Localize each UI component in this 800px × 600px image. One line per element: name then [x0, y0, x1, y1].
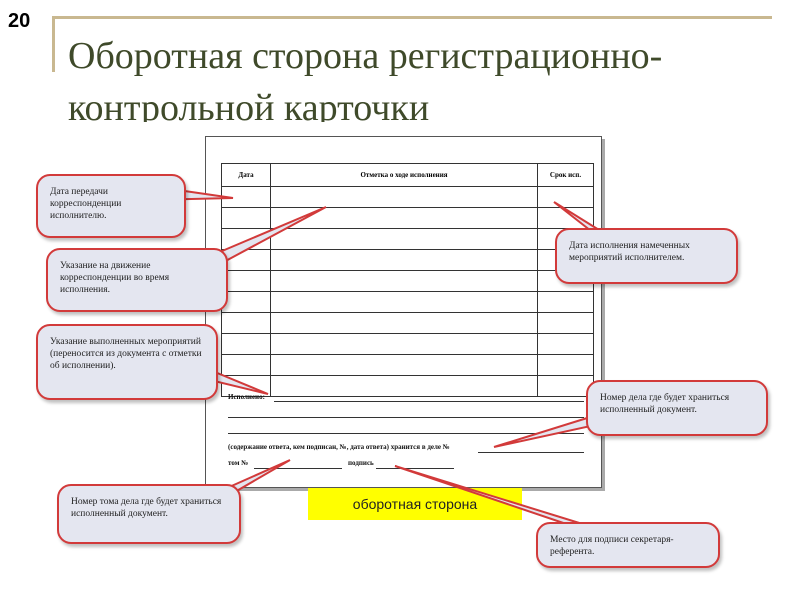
card-table: Дата Отметка о ходе исполнения Срок исп.: [221, 163, 594, 397]
callout-completed-measures: Указание выполненных мероприятий (перено…: [36, 324, 218, 400]
table-row: [221, 270, 594, 292]
slide-number: 20: [8, 10, 31, 32]
executed-line-3: [228, 433, 584, 434]
table-row: [221, 312, 594, 334]
column-header-deadline: Срок исп.: [537, 163, 594, 187]
signature-label: подпись: [348, 459, 374, 467]
accent-line-vertical: [52, 16, 55, 72]
executed-label: Исполнено:: [228, 393, 265, 401]
slide-title: Оборотная сторона регистрационно-контрол…: [68, 35, 663, 122]
table-row: [221, 249, 594, 271]
callout-volume-number: Номер тома дела где будет храниться испо…: [57, 484, 241, 544]
column-header-date: Дата: [221, 163, 271, 187]
table-header-row: Дата Отметка о ходе исполнения Срок исп.: [221, 163, 594, 187]
column-header-progress: Отметка о ходе исполнения: [270, 163, 538, 187]
table-row: [221, 228, 594, 250]
callout-movement: Указание на движение корреспонденции во …: [46, 248, 228, 312]
callout-transfer-date: Дата передачи корреспонденции исполнител…: [36, 174, 186, 238]
accent-line-horizontal: [52, 16, 772, 19]
callout-signature-place: Место для подписи секретаря-референта.: [536, 522, 720, 568]
callout-execution-date: Дата исполнения намеченных мероприятий и…: [555, 228, 738, 284]
executed-line-2: [228, 417, 584, 418]
caption-label: оборотная сторона: [308, 488, 522, 520]
table-row: [221, 207, 594, 229]
case-number-line: [478, 452, 584, 453]
table-row: [221, 186, 594, 208]
signature-line: [376, 468, 454, 469]
callout-case-number: Номер дела где будет храниться исполненн…: [586, 380, 768, 436]
table-row: [221, 375, 594, 397]
volume-line: [254, 468, 342, 469]
card-document: Дата Отметка о ходе исполнения Срок исп.…: [205, 136, 602, 488]
executed-line: [274, 401, 584, 402]
filed-text: (содержание ответа, кем подписан, №, дат…: [228, 443, 450, 451]
table-row: [221, 333, 594, 355]
table-row: [221, 354, 594, 376]
table-row: [221, 291, 594, 313]
volume-label: том №: [228, 459, 249, 467]
